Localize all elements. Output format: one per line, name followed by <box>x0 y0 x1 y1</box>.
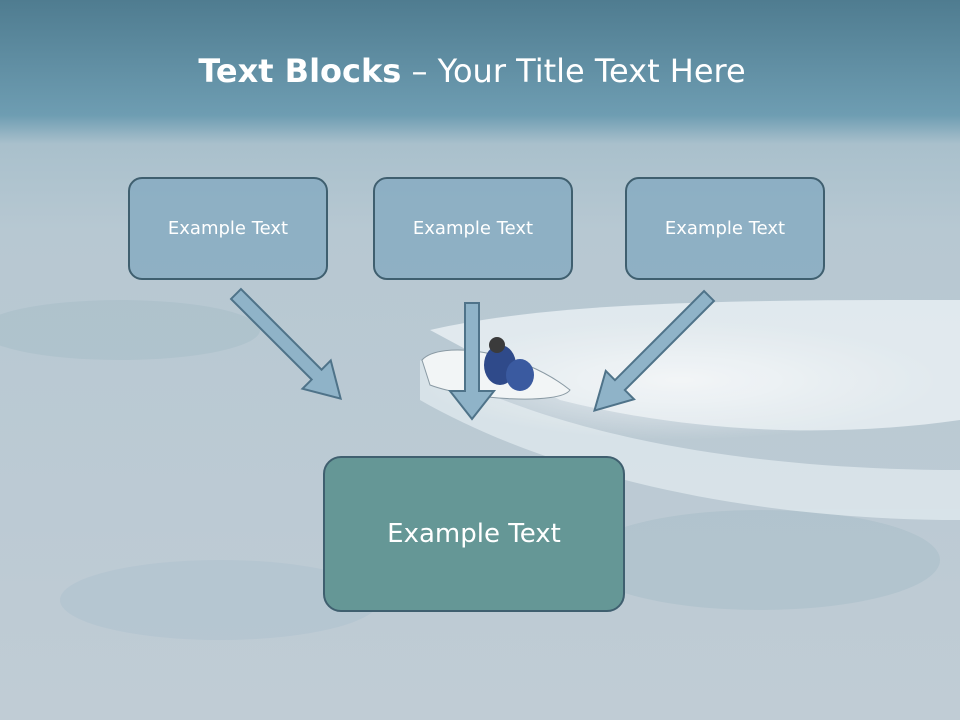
text-block-top-left: Example Text <box>128 177 328 280</box>
text-block-top-middle-label: Example Text <box>412 218 534 239</box>
slide-title: Text Blocks – Your Title Text Here <box>0 52 944 90</box>
water-texture <box>0 300 940 640</box>
text-block-top-right: Example Text <box>625 177 825 280</box>
title-separator: – <box>411 52 428 90</box>
text-block-bottom-center: Example Text <box>323 456 625 612</box>
text-block-bottom-center-label: Example Text <box>387 519 561 549</box>
text-block-top-middle: Example Text <box>373 177 573 280</box>
title-bold-text: Text Blocks <box>198 52 402 90</box>
text-block-top-left-label: Example Text <box>167 218 289 239</box>
text-block-top-right-label: Example Text <box>664 218 786 239</box>
title-rest-text: Your Title Text Here <box>437 52 746 90</box>
